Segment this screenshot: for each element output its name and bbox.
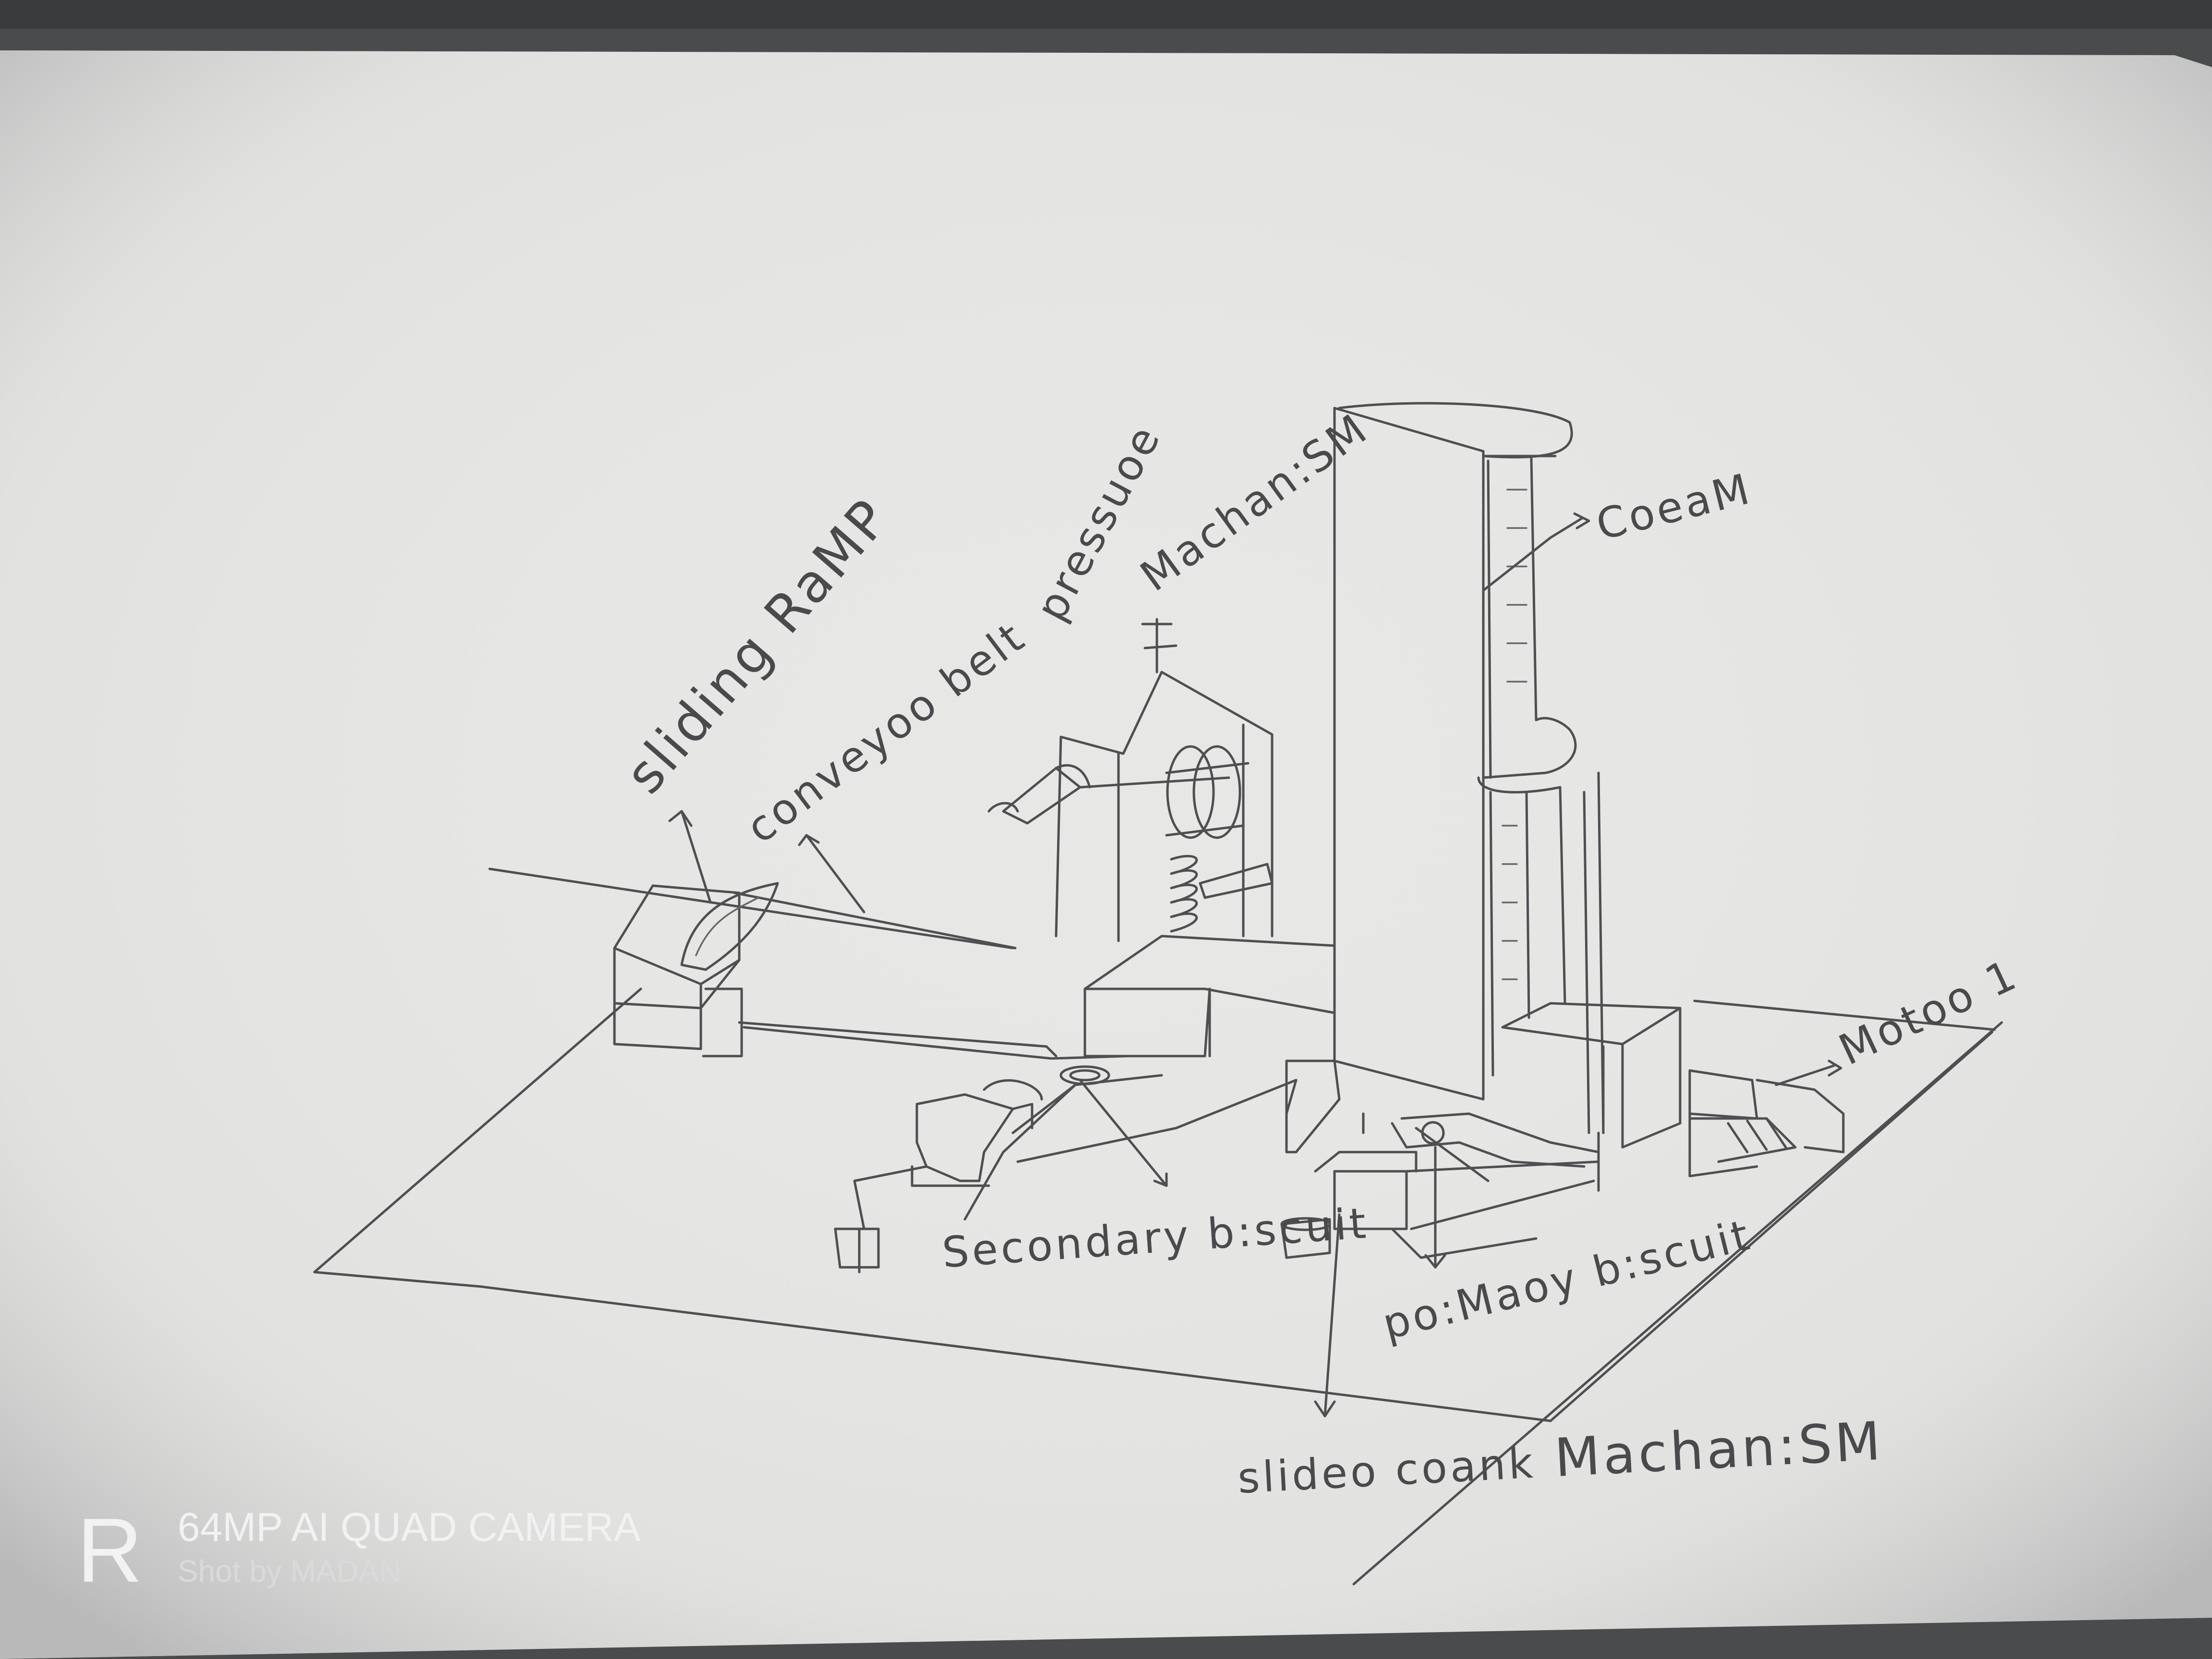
watermark-shot-by: Shot by MADAN	[178, 1554, 401, 1588]
top-dark-strip	[0, 0, 2212, 29]
brand-logo: R	[77, 1500, 143, 1601]
watermark-camera-text: 64MP AI QUAD CAMERA	[178, 1504, 641, 1550]
